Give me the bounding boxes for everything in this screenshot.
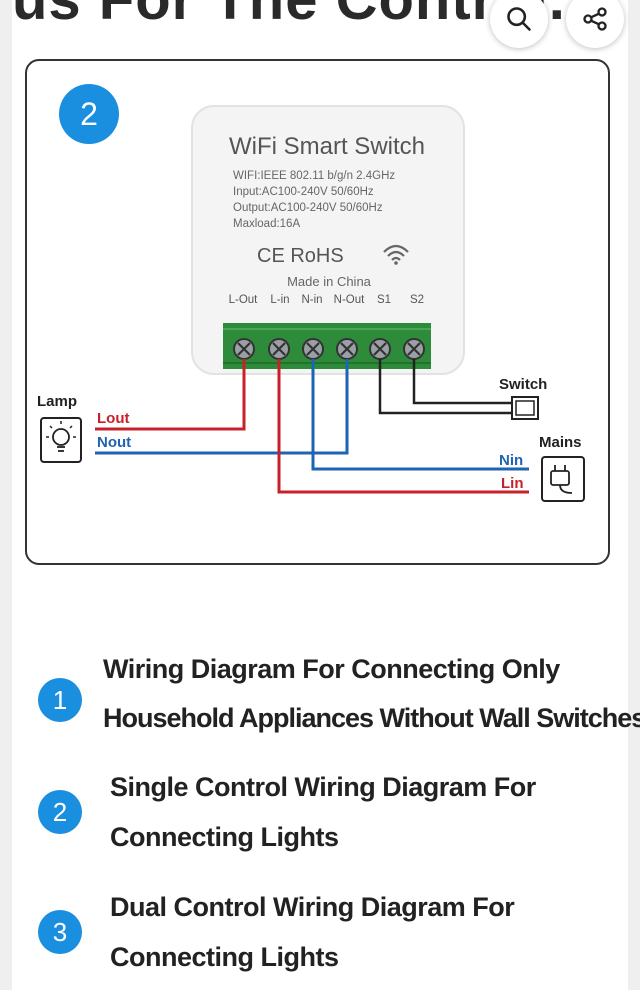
lin-label: Lin	[501, 475, 524, 492]
step-text-line: Connecting Lights	[110, 942, 339, 972]
mains-label: Mains	[539, 434, 582, 451]
step-text-line: Household Appliances Without Wall Switch…	[103, 703, 640, 733]
step-badge: 3	[38, 910, 82, 954]
mains-plug-icon	[541, 456, 585, 502]
search-icon	[507, 7, 531, 31]
wiring-diagram-svg: 2 WiFi Smart Switch WIFI:IEEE 802.11 b/g…	[37, 84, 585, 502]
wire-lout	[95, 359, 246, 431]
terminal-label-nin: N-in	[301, 294, 322, 306]
share-button[interactable]	[566, 0, 624, 48]
terminal-label-lout: L-Out	[229, 294, 259, 306]
switch-label: Switch	[499, 376, 547, 393]
lamp-label: Lamp	[37, 393, 77, 410]
step-text-line: Dual Control Wiring Diagram For	[110, 892, 515, 922]
search-button[interactable]	[490, 0, 548, 48]
device-made-in: Made in China	[287, 274, 372, 289]
wiring-diagram: 2 WiFi Smart Switch WIFI:IEEE 802.11 b/g…	[25, 59, 610, 565]
terminal-label-nout: N-Out	[334, 294, 365, 306]
share-icon	[583, 7, 607, 31]
smart-switch-body	[191, 105, 465, 375]
terminal-label-lin: L-in	[270, 294, 289, 306]
lout-label: Lout	[97, 410, 129, 427]
step-text-line: Wiring Diagram For Connecting Only	[103, 654, 560, 684]
left-gutter	[0, 0, 12, 990]
terminal-block	[223, 323, 431, 369]
device-certifications: CE RoHS	[257, 245, 344, 267]
wire-nin	[311, 359, 529, 471]
nout-label: Nout	[97, 434, 131, 451]
terminal-label-s2: S2	[410, 294, 424, 306]
lamp-icon	[40, 417, 82, 463]
wire-lin	[277, 359, 529, 494]
wire-nout	[95, 359, 349, 455]
diagram-step-badge	[59, 84, 119, 144]
terminal-label-s1: S1	[377, 294, 391, 306]
device-spec-wifi: WIFI:IEEE 802.11 b/g/n 2.4GHz	[233, 170, 395, 182]
wall-switch-icon	[511, 396, 539, 420]
nin-label: Nin	[499, 452, 523, 469]
wifi-icon	[383, 244, 409, 265]
step-badge: 2	[38, 790, 82, 834]
device-spec-input: Input:AC100-240V 50/60Hz	[233, 186, 374, 198]
step-badge: 1	[38, 678, 82, 722]
device-spec-output: Output:AC100-240V 50/60Hz	[233, 202, 383, 214]
right-gutter	[628, 0, 640, 990]
wire-s1	[378, 359, 512, 415]
diagram-step-badge-text: 2	[80, 96, 98, 132]
wire-s2	[412, 359, 512, 405]
step-text-line: Connecting Lights	[110, 822, 339, 852]
device-title: WiFi Smart Switch	[229, 133, 425, 160]
device-spec-maxload: Maxload:16A	[233, 218, 300, 230]
step-text-line: Single Control Wiring Diagram For	[110, 772, 536, 802]
